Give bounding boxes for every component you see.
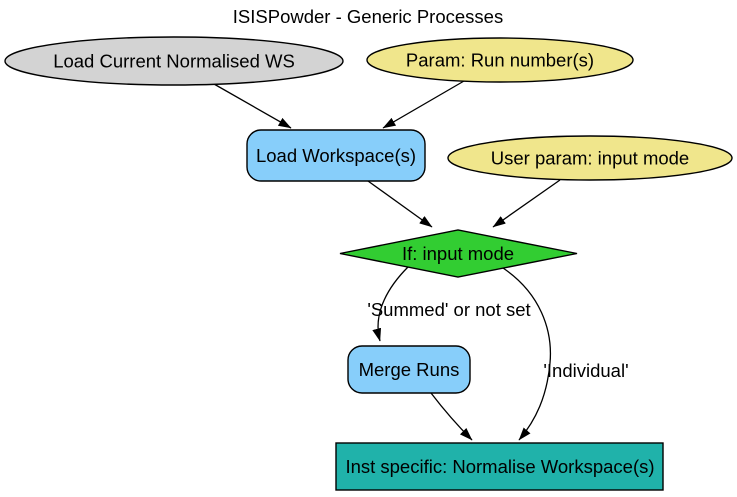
node-label: Load Workspace(s) (256, 145, 416, 166)
node-label: Merge Runs (359, 359, 460, 380)
ellipse-shape (447, 135, 733, 181)
edge-label-summed-or-not-set: 'Summed' or not set (367, 299, 530, 320)
edge-if-to-mergeruns (372, 266, 409, 342)
diagram-title: ISISPowder - Generic Processes (233, 6, 503, 27)
ellipse-shape (4, 36, 344, 86)
rounded-box-shape (347, 345, 471, 394)
node-if-input-mode: If: input mode (339, 229, 578, 278)
node-label: If: input mode (402, 243, 514, 264)
node-user-param-input-mode: User param: input mode (447, 135, 733, 181)
node-inst-specific-normalise: Inst specific: Normalise Workspace(s) (335, 442, 664, 491)
diamond-shape (339, 229, 578, 278)
node-label: Param: Run number(s) (406, 50, 594, 71)
edge-paramrun-to-loadworkspaces (382, 80, 465, 129)
edge-userparam-to-if (492, 179, 561, 228)
node-label: Inst specific: Normalise Workspace(s) (345, 456, 654, 477)
ellipse-shape (366, 37, 634, 83)
edge-label-individual: 'Individual' (543, 360, 628, 381)
node-param-run-numbers: Param: Run number(s) (366, 37, 634, 83)
edge-if-to-instspecific (502, 267, 552, 441)
node-label: Load Current Normalised WS (53, 51, 295, 72)
rounded-box-shape (246, 129, 426, 182)
edge-loadworkspaces-to-if (367, 180, 433, 228)
box-shape (335, 442, 664, 491)
node-load-current-normalised-ws: Load Current Normalised WS (4, 36, 344, 86)
edge-mergeruns-to-instspecific (430, 392, 473, 441)
node-label: User param: input mode (491, 148, 689, 169)
edge-loadcurrent-to-loadworkspaces (213, 83, 292, 129)
node-load-workspaces: Load Workspace(s) (246, 129, 426, 182)
node-merge-runs: Merge Runs (347, 345, 471, 394)
edges-layer (213, 80, 561, 441)
